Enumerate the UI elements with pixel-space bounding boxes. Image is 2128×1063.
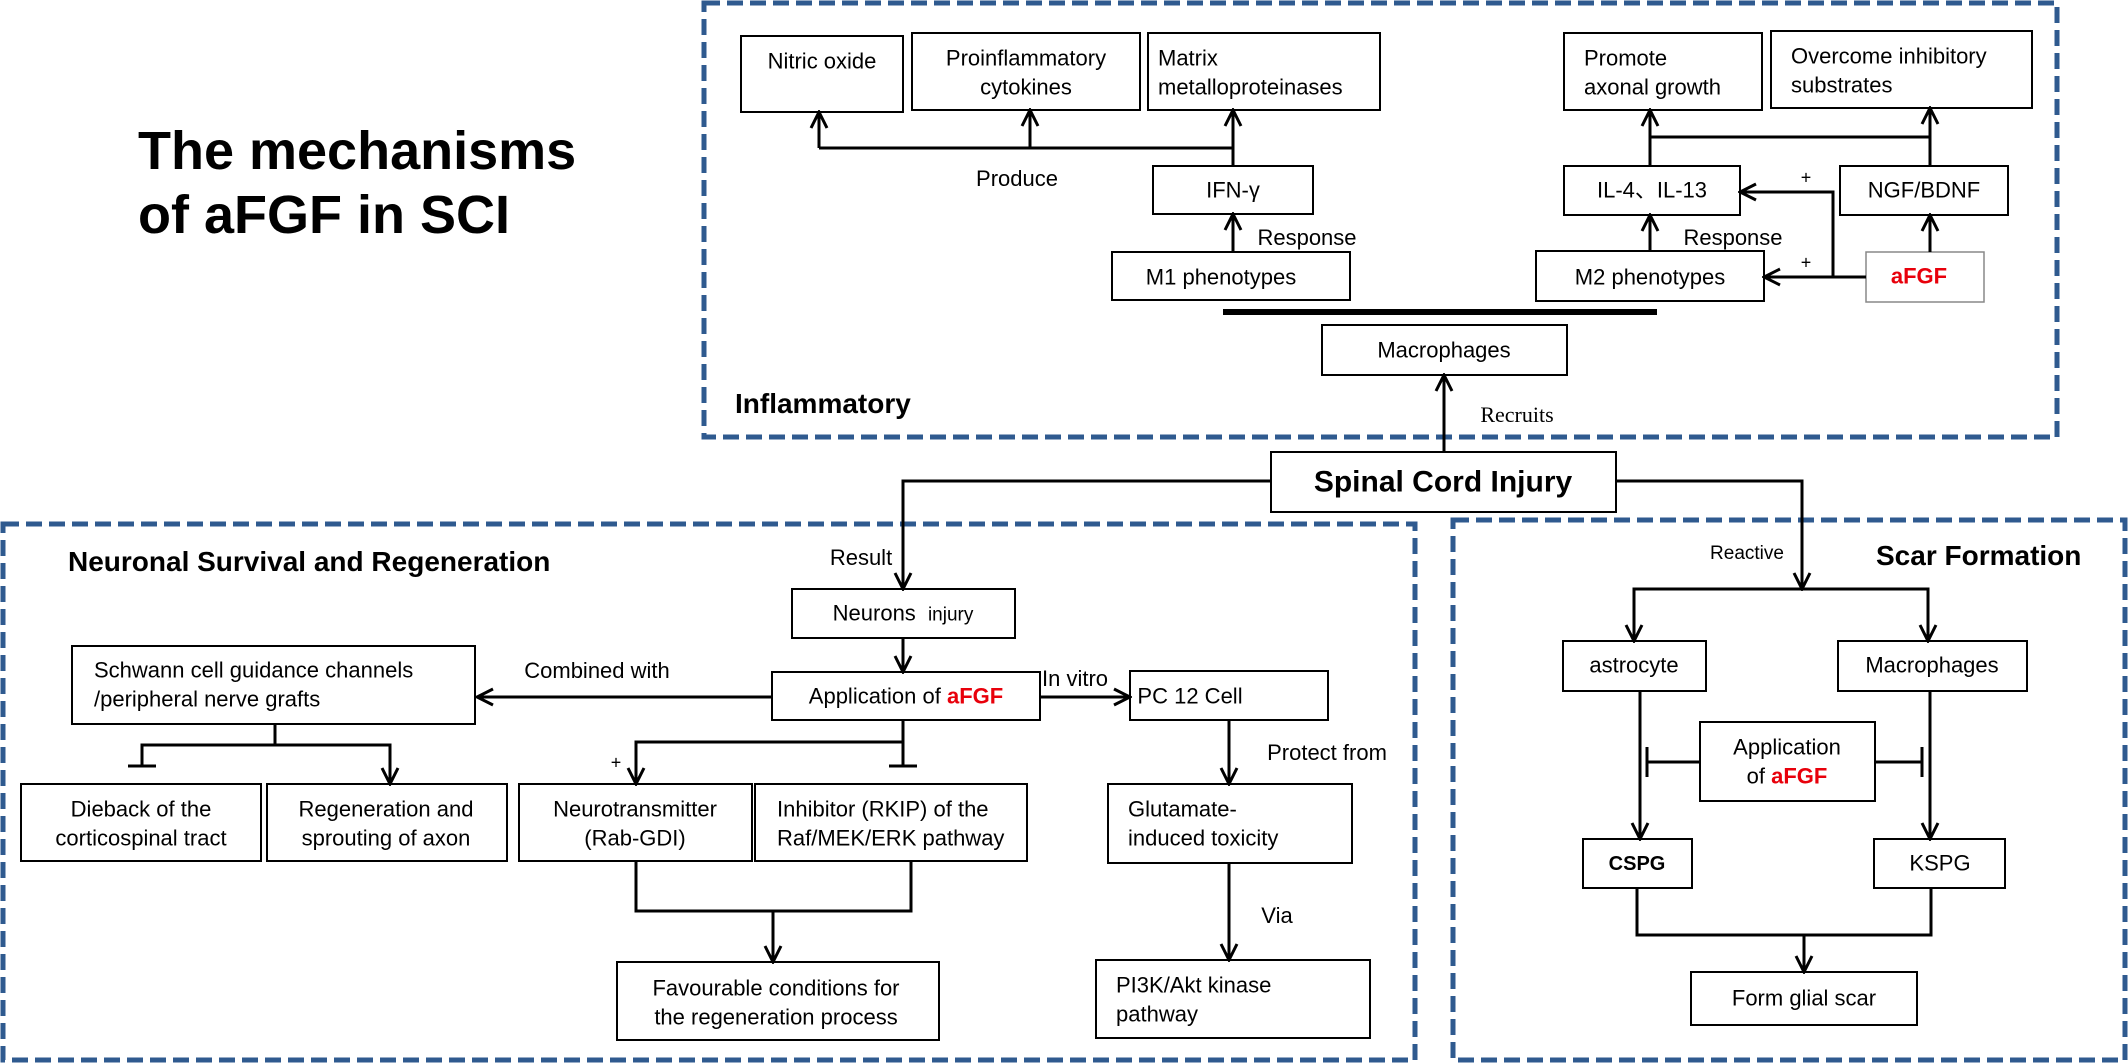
application2-line1: Application — [1733, 734, 1841, 760]
application2-of: of — [1746, 763, 1772, 788]
region-title-inflammatory: Inflammatory — [735, 388, 911, 419]
box-overcome — [1770, 30, 2033, 109]
box-pc12 — [1129, 670, 1329, 721]
edge-sci-scar — [1616, 479, 1802, 589]
box-dieback — [20, 783, 262, 862]
node-ifn: IFN-γ — [1206, 177, 1260, 203]
application2-line2: of aFGF — [1733, 762, 1841, 791]
box-nitric-oxide — [740, 35, 904, 113]
edge-application-split — [636, 720, 905, 784]
edge-sci-neurons — [903, 479, 1271, 589]
node-pc12: PC 12 Cell — [1137, 683, 1243, 709]
box-macrophages-top — [1321, 324, 1568, 376]
node-schwann: Schwann cell guidance channels /peripher… — [94, 657, 414, 711]
application-prefix: Application of — [808, 683, 947, 709]
node-glutamate: Glutamate- induced toxicity — [1128, 796, 1279, 850]
node-dieback: Dieback of the corticospinal tract — [55, 796, 227, 850]
node-regeneration: Regeneration and sprouting of axon — [298, 796, 474, 850]
box-promote-axonal — [1563, 32, 1763, 111]
edge-label-via: Via — [1261, 903, 1293, 928]
injury-label: injury — [927, 604, 974, 626]
node-sci: Spinal Cord Injury — [1313, 465, 1573, 499]
node-neurons-injury: Neurons injury — [833, 600, 974, 629]
edge-schwann-split — [140, 724, 277, 766]
box-glutamate — [1107, 783, 1353, 864]
node-proinflammatory: Proinflammatory cytokines — [945, 45, 1107, 99]
region-inflammatory-frame — [701, 0, 2060, 440]
edge-label-response-m2: Response — [1683, 225, 1783, 250]
box-pi3k — [1095, 959, 1371, 1039]
edge-merge-scar — [1635, 888, 1933, 937]
neurons-label: Neurons — [832, 600, 916, 626]
edge-label-result: Result — [829, 545, 893, 570]
node-overcome: Overcome inhibitory substrates — [1791, 43, 1987, 97]
node-afgf-top: aFGF — [1890, 263, 1948, 289]
node-nitric-oxide: Nitric oxide — [767, 48, 877, 74]
application2-afgf: aFGF — [1771, 763, 1828, 788]
box-favourable — [616, 961, 940, 1041]
node-il4: IL-4、IL-13 — [1596, 177, 1708, 203]
region-scar-frame — [1450, 517, 2128, 1063]
node-macrophages-scar: Macrophages — [1865, 652, 1999, 678]
edge-afgf-il4 — [1740, 192, 1835, 277]
region-title-neuronal: Neuronal Survival and Regeneration — [68, 546, 551, 577]
edge-reactive-split — [1634, 587, 1802, 641]
node-application2: Application of aFGF — [1733, 733, 1841, 790]
application-afgf: aFGF — [946, 683, 1004, 709]
node-mmp: Matrix metalloproteinases — [1158, 45, 1343, 99]
node-kspg: KSPG — [1909, 850, 1971, 876]
box-il4 — [1563, 165, 1741, 216]
edge-reactive-macrophages — [1802, 587, 1928, 641]
region-neuronal-frame — [0, 521, 1418, 1063]
edge-label-reactive: Reactive — [1710, 543, 1784, 564]
node-promote-axonal: Promote axonal growth — [1584, 45, 1721, 99]
node-astrocyte: astrocyte — [1589, 652, 1679, 678]
box-kspg — [1873, 838, 2006, 889]
box-regeneration — [266, 783, 508, 862]
node-favourable: Favourable conditions for the regenerati… — [652, 975, 900, 1029]
box-cspg — [1582, 838, 1693, 889]
edge-label-in-vitro: In vitro — [1041, 666, 1109, 691]
edge-label-plus-neuro: + — [610, 752, 622, 773]
region-title-scar: Scar Formation — [1876, 540, 2082, 571]
edge-schwann-regeneration — [275, 743, 390, 784]
page-title: The mechanisms of aFGF in SCI — [138, 121, 577, 245]
node-glial-scar: Form glial scar — [1731, 985, 1877, 1011]
box-macrophages-scar — [1837, 640, 2028, 692]
box-schwann — [71, 645, 476, 725]
node-ngf: NGF/BDNF — [1867, 177, 1981, 203]
edge-label-produce: Produce — [976, 166, 1058, 191]
box-neurotransmitter — [518, 783, 753, 862]
box-application — [771, 671, 1041, 721]
node-macrophages-top: Macrophages — [1377, 337, 1511, 363]
box-proinflammatory — [911, 32, 1141, 111]
node-neurotransmitter: Neurotransmitter (Rab-GDI) — [553, 796, 717, 850]
edge-label-plus-il4: + — [1800, 167, 1812, 188]
node-pi3k: PI3K/Akt kinase pathway — [1116, 972, 1272, 1026]
node-m2: M2 phenotypes — [1574, 264, 1726, 290]
edge-label-protect: Protect from — [1267, 740, 1387, 765]
edge-label-combined: Combined with — [524, 658, 670, 683]
box-mmp — [1147, 32, 1381, 111]
node-m1: M1 phenotypes — [1145, 264, 1297, 290]
node-inhibitor: Inhibitor (RKIP) of the Raf/MEK/ERK path… — [777, 796, 1005, 850]
edge-label-response-m1: Response — [1257, 225, 1357, 250]
box-inhibitor — [754, 783, 1028, 862]
edge-merge-favourable — [634, 861, 913, 913]
edge-label-recruits: Recruits — [1480, 402, 1554, 427]
edge-label-plus-m2: + — [1800, 252, 1812, 273]
node-cspg: CSPG — [1608, 853, 1666, 875]
box-m1 — [1111, 251, 1351, 301]
node-application: Application of aFGF — [809, 683, 1003, 712]
box-ngf — [1839, 165, 2009, 216]
